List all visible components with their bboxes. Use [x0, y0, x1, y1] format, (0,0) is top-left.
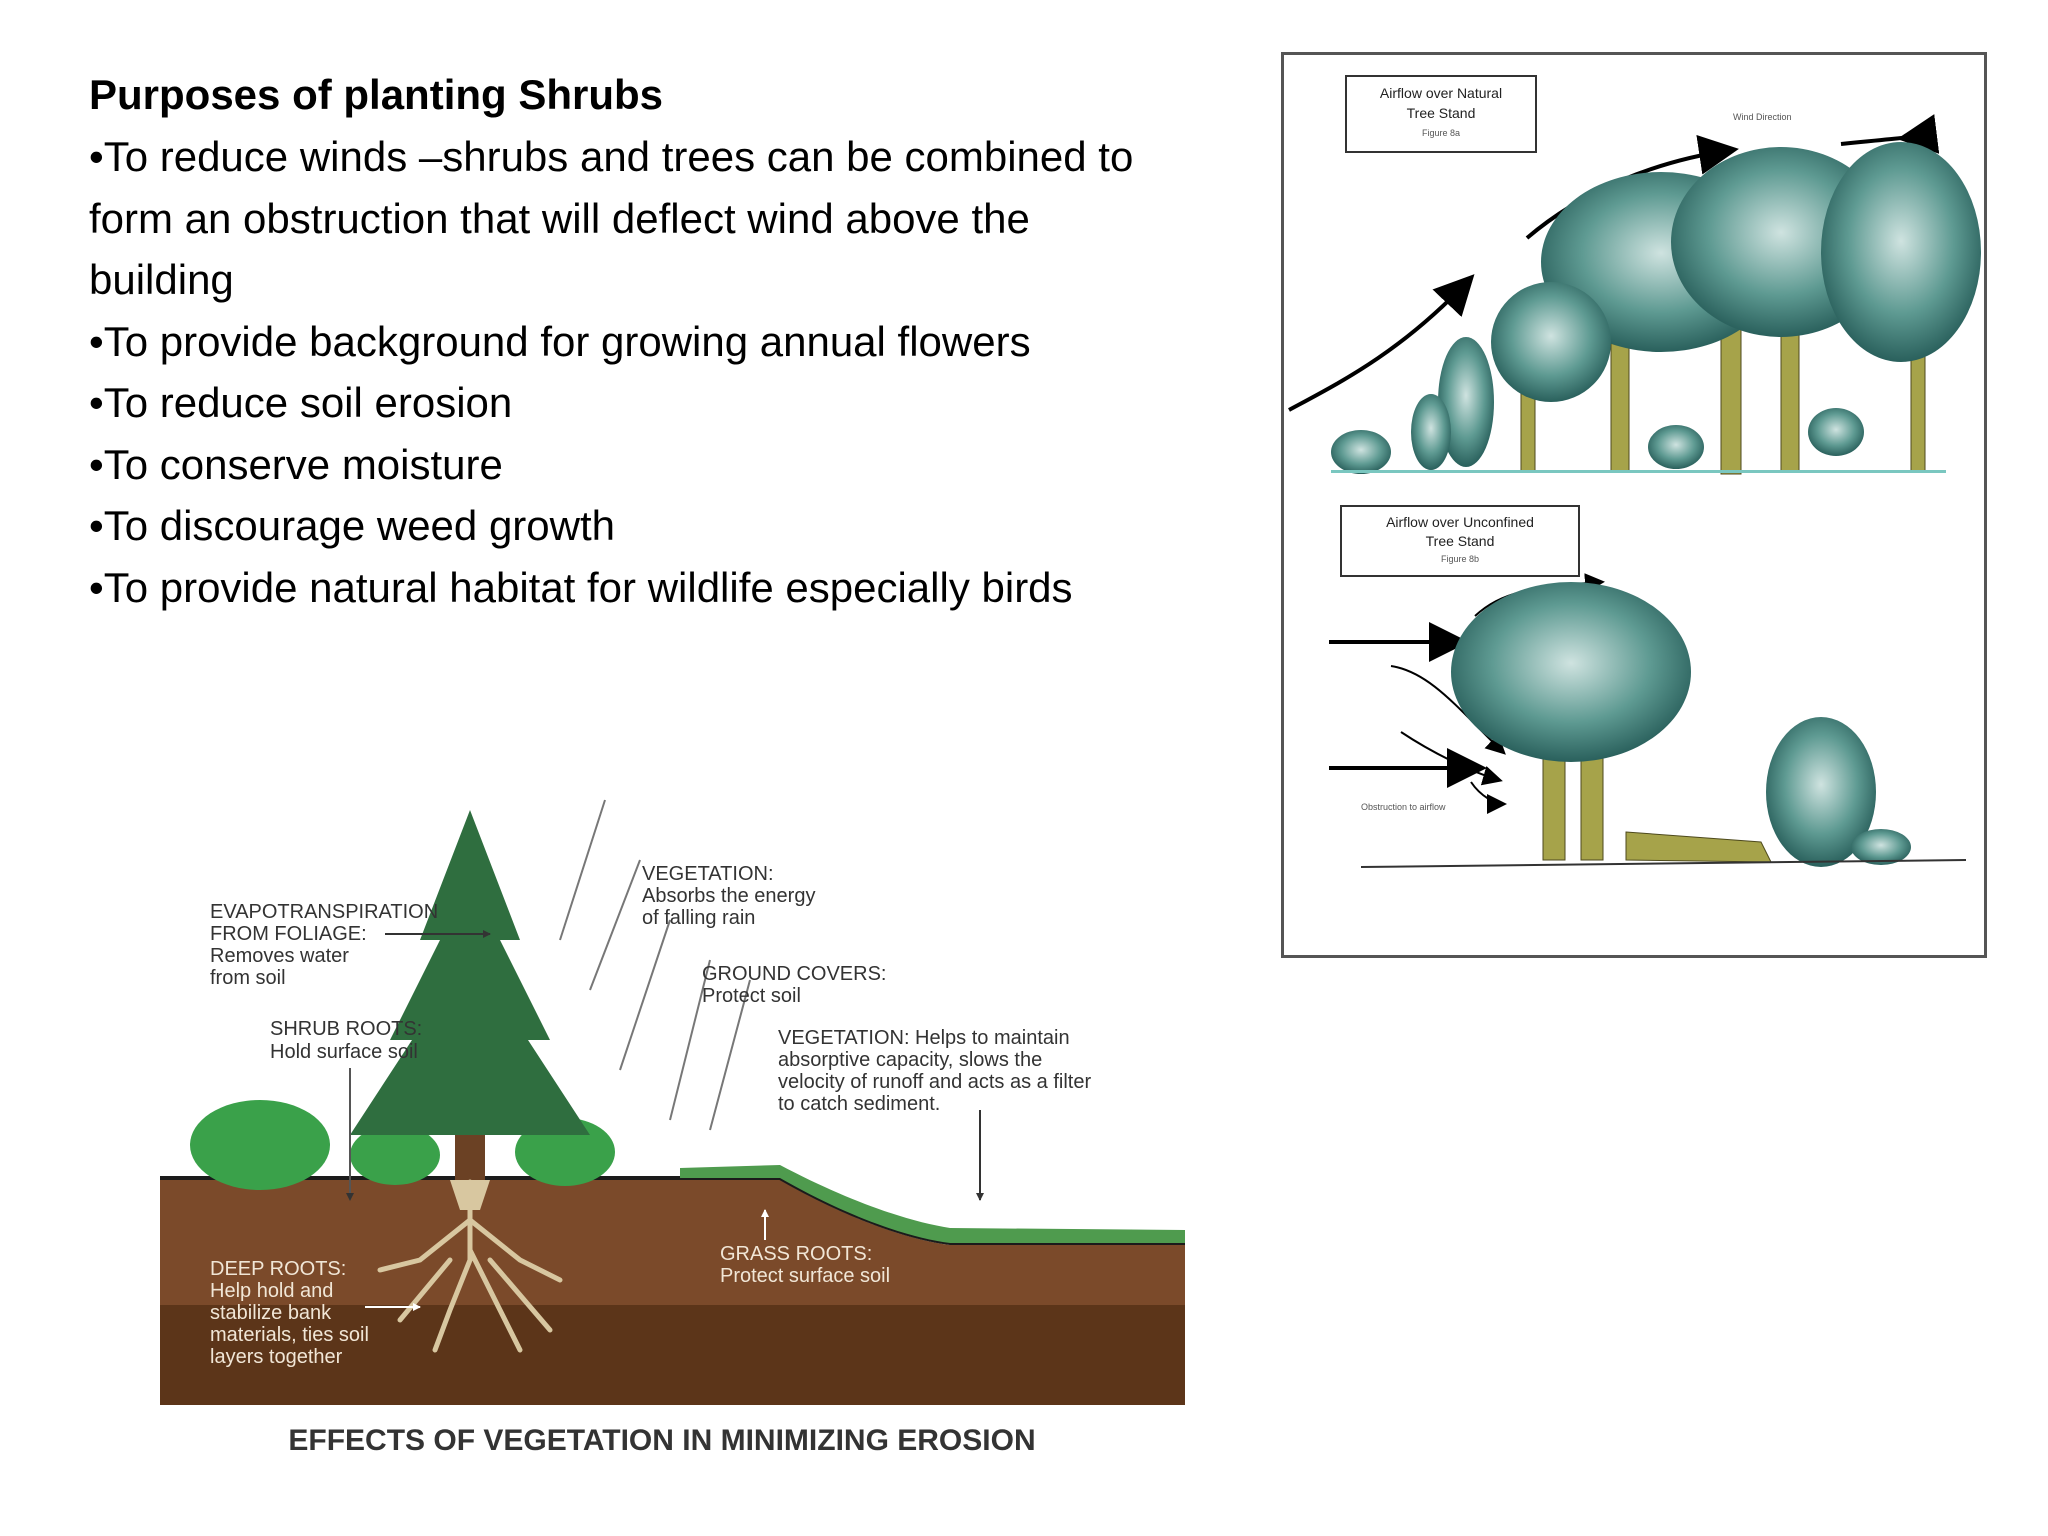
svg-text:layers together: layers together	[210, 1346, 343, 1368]
svg-text:velocity of runoff and acts as: velocity of runoff and acts as a filter	[778, 1071, 1091, 1093]
svg-text:materials, ties soil: materials, ties soil	[210, 1324, 369, 1346]
deep-soil-layer	[160, 1305, 1185, 1405]
svg-text:Absorbs the energy: Absorbs the energy	[642, 885, 815, 907]
svg-text:absorptive capacity, slows the: absorptive capacity, slows the	[778, 1049, 1042, 1071]
unconfined-stand-label-box: Airflow over Unconfined Tree Stand Figur…	[1340, 505, 1580, 577]
airflow-arrow-7	[1390, 665, 1506, 755]
label-vegetation-rain: VEGETATION: Absorbs the energy of fallin…	[642, 863, 815, 929]
natural-tree-stand	[1331, 142, 1981, 475]
obstruction-caption: Obstruction to airflow	[1361, 802, 1446, 812]
root-crown	[450, 1180, 490, 1210]
conifer-tree	[350, 810, 590, 1135]
bullet-weed-growth: •To discourage weed growth	[89, 502, 616, 549]
svg-text:to catch sediment.: to catch sediment.	[778, 1093, 940, 1115]
shrub-left	[190, 1100, 330, 1190]
shrub-middle	[350, 1125, 440, 1185]
svg-text:Removes water: Removes water	[210, 945, 349, 967]
airflow-figure: Airflow over Natural Tree Stand Figure 8…	[1281, 52, 1987, 958]
bullet-moisture: •To conserve moisture	[89, 440, 503, 488]
airflow-arrow-3	[1840, 114, 1940, 154]
slide-heading: Purposes of planting Shrubs	[89, 71, 664, 118]
svg-text:Protect surface soil: Protect surface soil	[720, 1265, 890, 1287]
svg-text:VEGETATION: Helps to maintain: VEGETATION: Helps to maintain	[778, 1027, 1070, 1049]
unconfined-stand-label-line2: Tree Stand	[1426, 533, 1495, 549]
grass-strip	[680, 1165, 1185, 1243]
label-ground-covers: GROUND COVERS: Protect soil	[702, 963, 886, 1007]
svg-text:GROUND COVERS:: GROUND COVERS:	[702, 963, 886, 985]
svg-text:Help hold and: Help hold and	[210, 1280, 333, 1302]
svg-text:VEGETATION:: VEGETATION:	[642, 863, 774, 885]
natural-stand-label-box: Airflow over Natural Tree Stand Figure 8…	[1345, 75, 1537, 153]
unconfined-stand-label-line1: Airflow over Unconfined	[1386, 514, 1534, 530]
natural-stand-label-line3: Figure 8a	[1422, 128, 1460, 138]
natural-stand-label-line2: Tree Stand	[1407, 105, 1476, 121]
label-vegetation-runoff: VEGETATION: Helps to maintain absorptive…	[778, 1027, 1091, 1115]
svg-text:DEEP ROOTS:: DEEP ROOTS:	[210, 1258, 346, 1280]
svg-text:EVAPOTRANSPIRATION: EVAPOTRANSPIRATION	[210, 901, 438, 923]
unconfined-tree-stand	[1360, 582, 1967, 868]
svg-text:SHRUB ROOTS:: SHRUB ROOTS:	[270, 1018, 422, 1040]
slide-text: Purposes of planting Shrubs •To reduce w…	[89, 64, 1169, 618]
natural-stand-label-line1: Airflow over Natural	[1380, 85, 1502, 101]
label-shrub-roots: SHRUB ROOTS: Hold surface soil	[270, 1018, 422, 1063]
erosion-figure-title: EFFECTS OF VEGETATION IN MINIMIZING EROS…	[288, 1424, 1035, 1457]
bullet-soil-erosion: •To reduce soil erosion	[89, 379, 513, 426]
airflow-arrow-8	[1400, 731, 1503, 786]
svg-text:from soil: from soil	[210, 967, 286, 989]
svg-text:stabilize bank: stabilize bank	[210, 1302, 332, 1324]
svg-text:Protect soil: Protect soil	[702, 985, 801, 1007]
deep-roots	[377, 1179, 563, 1353]
svg-text:of falling rain: of falling rain	[642, 907, 755, 929]
bullet-reduce-winds: •To reduce winds –shrubs and trees can b…	[89, 133, 1134, 303]
unconfined-stand-label-line3: Figure 8b	[1441, 554, 1479, 564]
svg-text:Hold surface soil: Hold surface soil	[270, 1041, 418, 1063]
airflow-arrow-1	[1288, 274, 1475, 412]
wind-direction-caption: Wind Direction	[1733, 112, 1792, 122]
svg-text:GRASS ROOTS:: GRASS ROOTS:	[720, 1243, 872, 1265]
erosion-figure: EVAPOTRANSPIRATION FROM FOLIAGE: Removes…	[160, 799, 1185, 1457]
bullet-background: •To provide background for growing annua…	[89, 317, 1031, 365]
airflow-arrow-9	[1470, 781, 1507, 814]
rain-streaks	[559, 799, 751, 1131]
label-grass-roots: GRASS ROOTS: Protect surface soil	[720, 1243, 890, 1287]
label-deep-roots: DEEP ROOTS: Help hold and stabilize bank…	[210, 1258, 369, 1368]
label-evapotranspiration: EVAPOTRANSPIRATION FROM FOLIAGE: Removes…	[210, 901, 438, 989]
bullet-wildlife: •To provide natural habitat for wildlife…	[89, 563, 1073, 611]
svg-text:FROM FOLIAGE:: FROM FOLIAGE:	[210, 923, 367, 945]
